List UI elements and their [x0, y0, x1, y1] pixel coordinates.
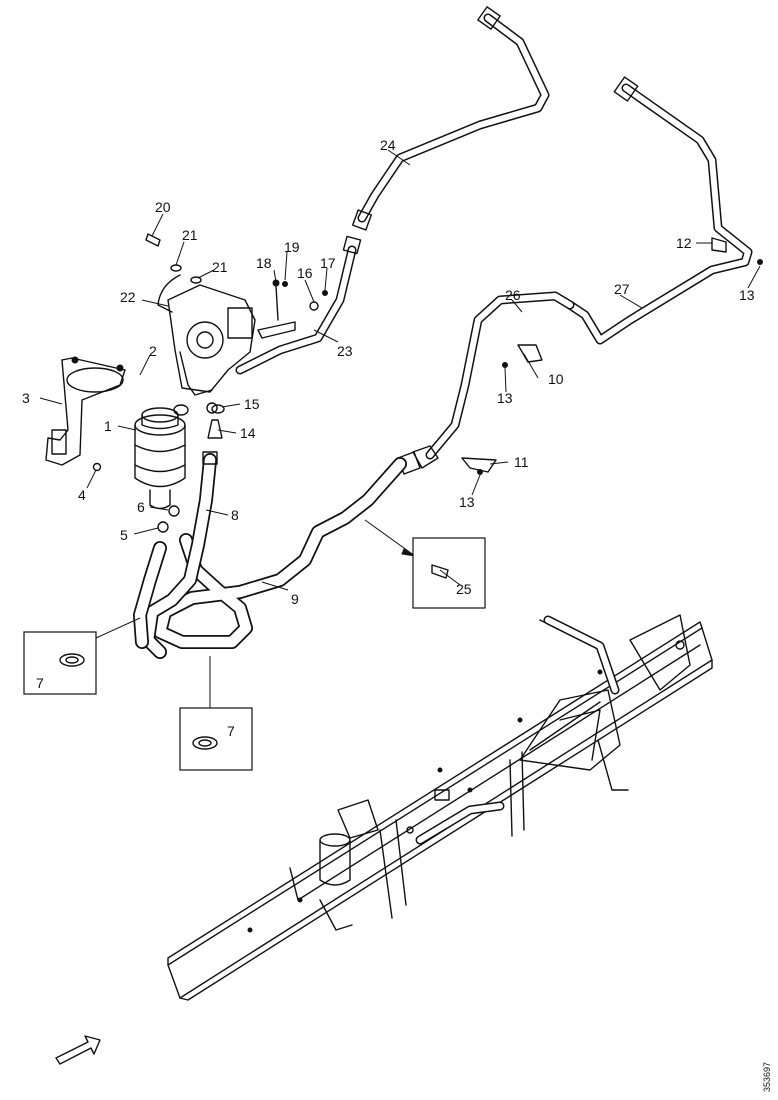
- hose-8: [133, 451, 218, 659]
- label-21-upper: 21: [182, 227, 198, 243]
- label-16: 16: [297, 265, 313, 281]
- part-labels: 1 2 3 4 5 6 7 7 8 9 10 11 12 13 13 13 14…: [22, 137, 755, 739]
- label-19: 19: [284, 239, 300, 255]
- label-13-right: 13: [739, 287, 755, 303]
- label-17: 17: [320, 255, 336, 271]
- label-7-bottom: 7: [227, 723, 235, 739]
- drawing-code: 353697: [762, 1062, 772, 1092]
- label-22: 22: [120, 289, 136, 305]
- label-18: 18: [256, 255, 272, 271]
- label-5: 5: [120, 527, 128, 543]
- pipe-27: [565, 76, 753, 345]
- label-11: 11: [514, 454, 529, 470]
- label-24: 24: [380, 137, 396, 153]
- label-2: 2: [149, 343, 157, 359]
- pipe-23: [235, 235, 362, 375]
- label-26: 26: [505, 287, 521, 303]
- fasteners: [145, 233, 763, 533]
- callout-7-left: [23, 617, 141, 695]
- label-15: 15: [244, 396, 260, 412]
- label-3: 3: [22, 390, 30, 406]
- label-13-lower: 13: [459, 494, 475, 510]
- label-21-lower: 21: [212, 259, 228, 275]
- leader-lines: [39, 149, 761, 591]
- bracket-3: [45, 356, 126, 472]
- callout-25: [364, 519, 486, 609]
- chassis-frame: [167, 614, 713, 1001]
- steering-pump: [157, 274, 256, 439]
- label-9: 9: [291, 591, 299, 607]
- label-20: 20: [155, 199, 171, 215]
- pipe-26: [397, 291, 575, 475]
- label-27: 27: [614, 281, 630, 297]
- label-23: 23: [337, 343, 353, 359]
- pipe-24: [351, 6, 550, 231]
- callout-7-bottom: [179, 656, 253, 771]
- label-6: 6: [137, 499, 145, 515]
- label-14: 14: [240, 425, 256, 441]
- label-1: 1: [104, 418, 112, 434]
- label-8: 8: [231, 507, 239, 523]
- label-10: 10: [548, 371, 564, 387]
- label-4: 4: [78, 487, 86, 503]
- reservoir-1: [134, 404, 189, 510]
- label-13-middle: 13: [497, 390, 513, 406]
- label-7-left: 7: [36, 675, 44, 691]
- direction-arrow-icon: [55, 1035, 101, 1065]
- label-25: 25: [456, 581, 472, 597]
- label-12: 12: [676, 235, 692, 251]
